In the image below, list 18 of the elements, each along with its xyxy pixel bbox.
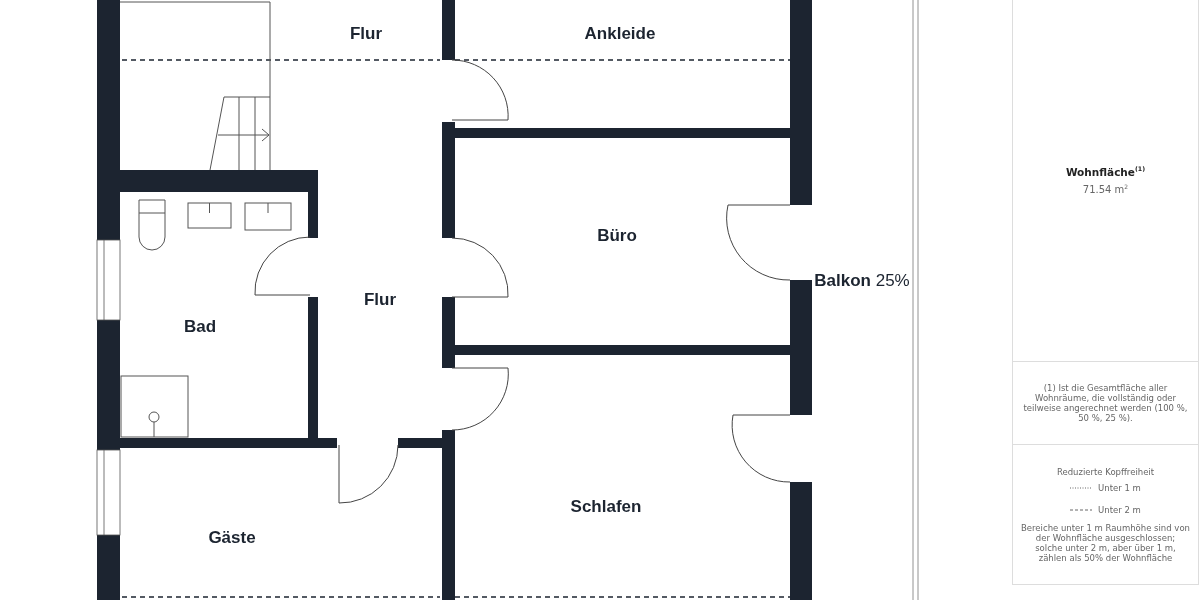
area-value: 71.54 m$^{2}$ bbox=[1082, 183, 1129, 196]
info-card bbox=[1012, 362, 1199, 445]
note-text: Bereiche unter 1 m Raumhöhe sind von der Wohnfläche ausgeschlossen; solche unter 2 m, aber über 1 m, zählen als 50% der Wohnfläche bbox=[1020, 522, 1191, 563]
room-label: Bad bbox=[183, 317, 217, 337]
room-label: Balkon 25% bbox=[814, 271, 910, 291]
info-card bbox=[1012, 445, 1199, 585]
room-label: Flur bbox=[363, 290, 397, 310]
footnote-text: (1) Ist die Gesamtfläche aller Wohnräume, die vollständig oder teilweise angerechnet werden (100 %, 50 %, 25 %). bbox=[1022, 383, 1189, 423]
room-label: Schlafen bbox=[570, 497, 642, 517]
room-label: Gäste bbox=[208, 528, 256, 548]
area-heading: Wohnfläche$^{(1)}$ bbox=[1065, 164, 1146, 178]
legend-text: Unter 2 m bbox=[1098, 504, 1141, 515]
room-label: Büro bbox=[597, 226, 637, 246]
room-label: Flur bbox=[349, 24, 383, 44]
legend-text: Unter 1 m bbox=[1098, 482, 1141, 493]
room-label: Ankleide bbox=[584, 24, 656, 44]
legend-title: Reduzierte Kopffreiheit bbox=[1056, 466, 1155, 477]
info-card bbox=[1012, 0, 1199, 362]
